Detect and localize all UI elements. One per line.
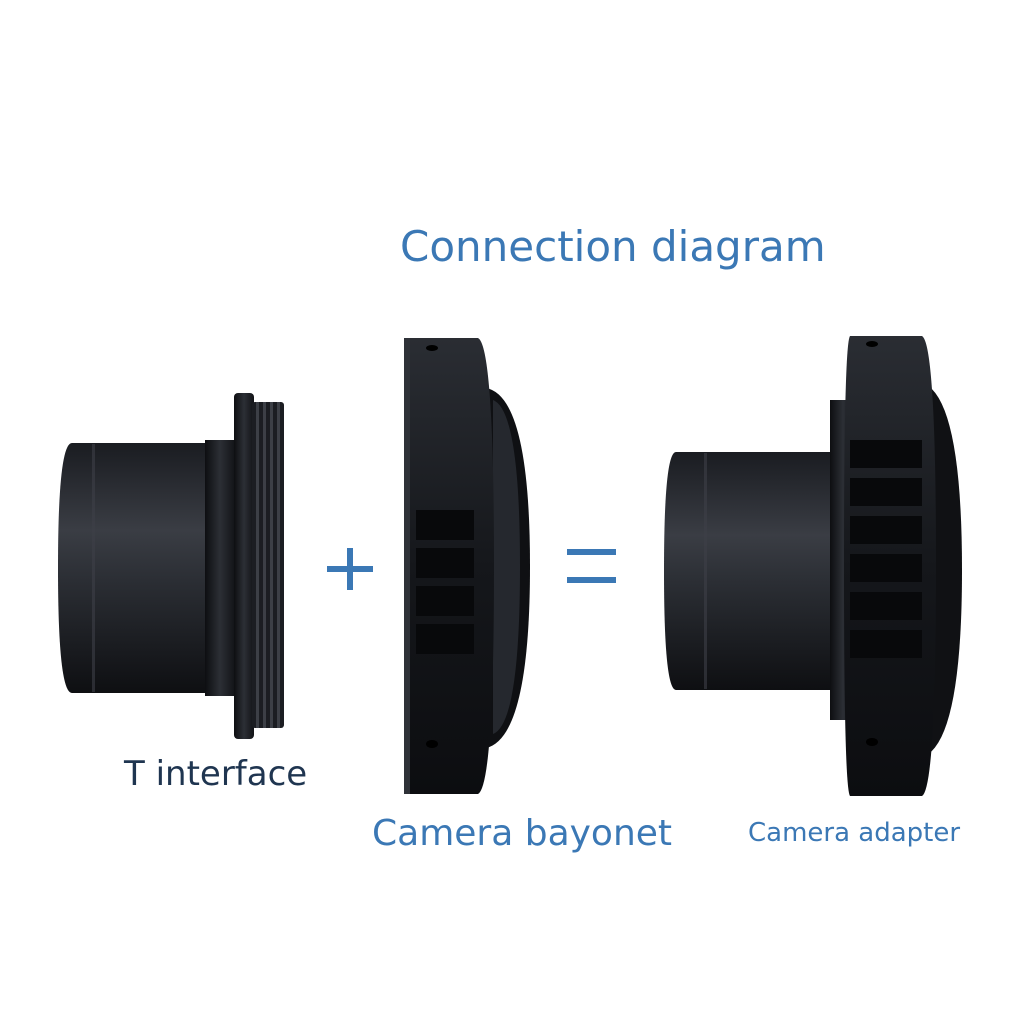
equals-sign bbox=[567, 549, 616, 583]
thread-ring bbox=[252, 402, 284, 728]
camera-adapter-part bbox=[664, 336, 962, 796]
grip-notches bbox=[416, 510, 474, 654]
t-interface-part bbox=[58, 393, 284, 739]
diagram-title: Connection diagram bbox=[400, 222, 826, 271]
camera-bayonet-label: Camera bayonet bbox=[372, 813, 673, 854]
plus-sign bbox=[327, 548, 373, 590]
camera-bayonet-part bbox=[404, 338, 530, 794]
adapter-grip-notches bbox=[850, 440, 922, 658]
t-interface-label: T interface bbox=[124, 754, 308, 794]
camera-adapter-label: Camera adapter bbox=[748, 818, 961, 848]
